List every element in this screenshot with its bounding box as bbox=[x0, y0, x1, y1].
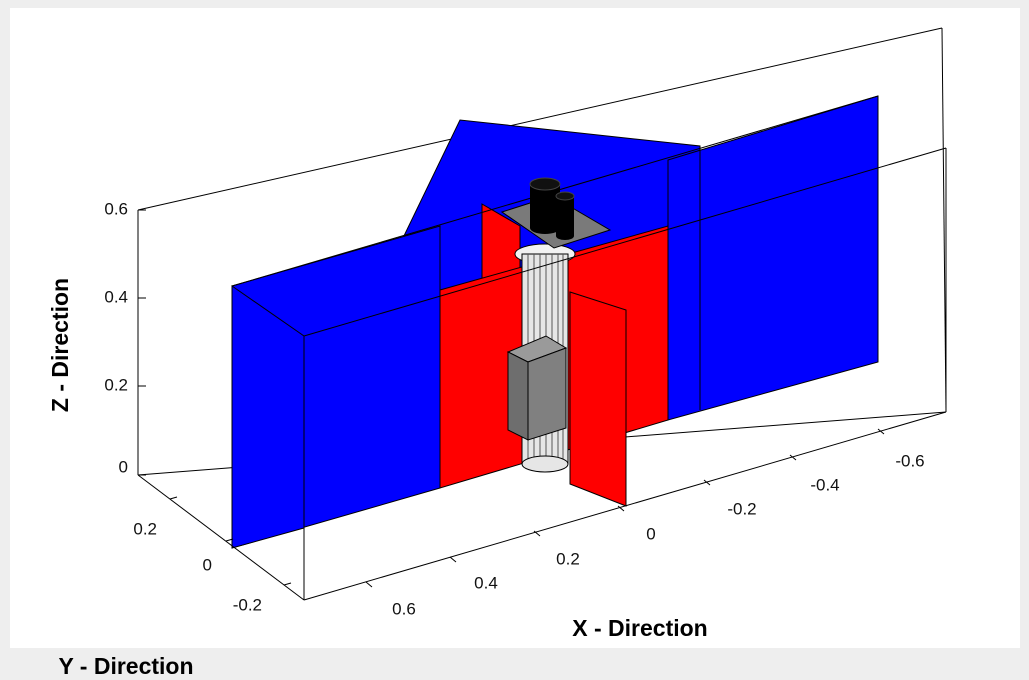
z-tick-label: 0.6 bbox=[104, 199, 128, 218]
x-tick-label: -0.4 bbox=[810, 475, 839, 494]
axes-box-front bbox=[137, 95, 947, 601]
x-tick-label: 0 bbox=[646, 524, 655, 543]
z-tick-label: 0.4 bbox=[104, 287, 128, 306]
gray-block bbox=[506, 335, 568, 441]
red-wall-front bbox=[569, 291, 627, 507]
y-axis-ticks bbox=[169, 496, 292, 586]
y-tick-label: -0.2 bbox=[233, 595, 262, 614]
y-tick-label: 0.2 bbox=[133, 519, 157, 538]
y-tick-label: 0 bbox=[203, 555, 212, 574]
x-tick-label: 0.2 bbox=[556, 549, 580, 568]
x-tick-label: -0.2 bbox=[727, 499, 756, 518]
z-tick-label: 0.2 bbox=[104, 375, 128, 394]
x-tick-label: -0.6 bbox=[895, 451, 924, 470]
z-axis-ticks bbox=[138, 209, 146, 476]
x-axis-label: X - Direction bbox=[572, 615, 707, 641]
x-tick-label: 0.6 bbox=[392, 599, 416, 618]
z-axis-label: Z - Direction bbox=[47, 278, 73, 412]
y-axis-label: Y - Direction bbox=[58, 653, 193, 679]
x-axis-ticks bbox=[365, 428, 885, 588]
z-tick-label: 0 bbox=[119, 457, 128, 476]
x-tick-label: 0.4 bbox=[474, 573, 498, 592]
